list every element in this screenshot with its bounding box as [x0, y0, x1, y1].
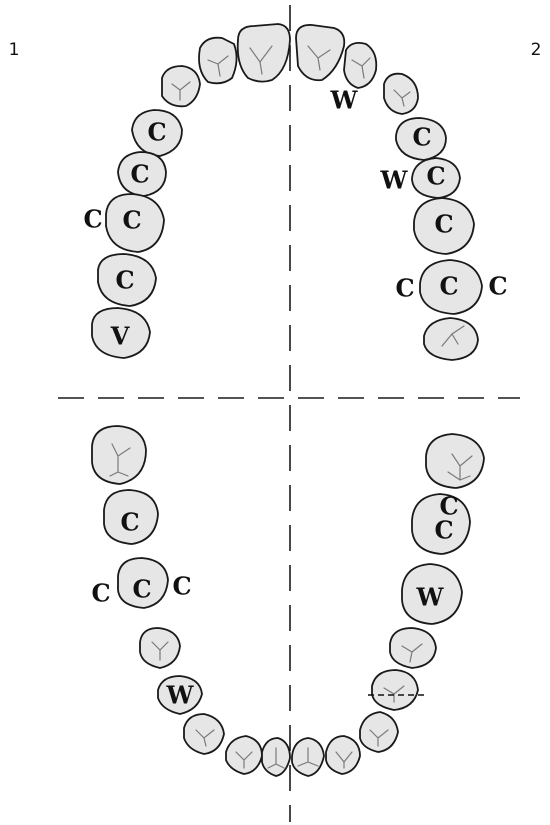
marker-w: W: [416, 583, 445, 612]
tooth-lower-right-third-molar: [425, 433, 485, 489]
tooth-upper-right-second-molar: [419, 259, 483, 315]
marker-c: C: [83, 205, 102, 234]
tooth-upper-left-canine: [161, 65, 201, 108]
tooth-upper-left-first-molar: [105, 193, 165, 253]
marker-c: C: [488, 272, 507, 301]
marker-c: C: [426, 162, 445, 191]
tooth-upper-right-canine: [383, 72, 419, 115]
tooth-lower-right-canine: [359, 711, 399, 753]
tooth-upper-right-first-premolar: [395, 117, 447, 161]
marker-c: C: [434, 516, 453, 545]
tooth-upper-left-third-molar: [91, 307, 151, 359]
tooth-upper-right-first-molar: [413, 197, 475, 255]
tooth-lower-left-second-premolar: [139, 627, 181, 669]
marker-c: C: [130, 160, 149, 189]
tooth-lower-right-second-molar: [411, 493, 471, 555]
marker-c: C: [395, 274, 414, 303]
marker-c: C: [120, 508, 139, 537]
tooth-lower-left-central-incisor: [261, 737, 291, 777]
tooth-upper-right-third-molar: [423, 317, 479, 361]
tooth-lower-left-third-molar: [91, 425, 147, 485]
marker-c: C: [115, 266, 134, 295]
tooth-lower-right-second-premolar: [389, 627, 437, 669]
marker-c: C: [412, 123, 431, 152]
marker-c: C: [132, 575, 151, 604]
tooth-lower-left-first-premolar: [157, 675, 203, 715]
tooth-lower-right-first-molar: [401, 563, 463, 625]
marker-c: C: [91, 579, 110, 608]
quadrant-label-1: 1: [9, 40, 20, 60]
tooth-upper-right-central-incisor: [295, 24, 346, 82]
marker-w: W: [166, 681, 195, 710]
marker-w: W: [330, 86, 359, 115]
tooth-lower-left-second-molar: [103, 489, 159, 545]
tooth-upper-left-second-premolar: [117, 151, 167, 197]
marker-c: C: [122, 206, 141, 235]
marker-c: C: [439, 272, 458, 301]
marker-c: C: [147, 118, 166, 147]
quadrant-label-2: 2: [531, 40, 542, 60]
tooth-upper-left-lateral-incisor: [198, 36, 238, 85]
tooth-lower-right-first-premolar: [371, 669, 419, 711]
tooth-lower-right-lateral-incisor: [325, 735, 361, 775]
tooth-lower-left-lateral-incisor: [225, 735, 263, 775]
tooth-lower-left-first-molar: [117, 557, 169, 609]
tooth-lower-right-central-incisor: [291, 737, 325, 777]
marker-c: C: [434, 210, 453, 239]
tooth-upper-left-central-incisor: [236, 23, 291, 83]
marker-c: C: [439, 492, 458, 521]
tooth-upper-left-second-molar: [97, 253, 157, 307]
marker-c: C: [172, 572, 191, 601]
marker-v: V: [110, 322, 130, 351]
tooth-lower-left-canine: [183, 713, 225, 755]
marker-w: W: [380, 166, 409, 195]
tooth-upper-right-lateral-incisor: [343, 41, 378, 89]
tooth-upper-right-second-premolar: [411, 157, 461, 199]
